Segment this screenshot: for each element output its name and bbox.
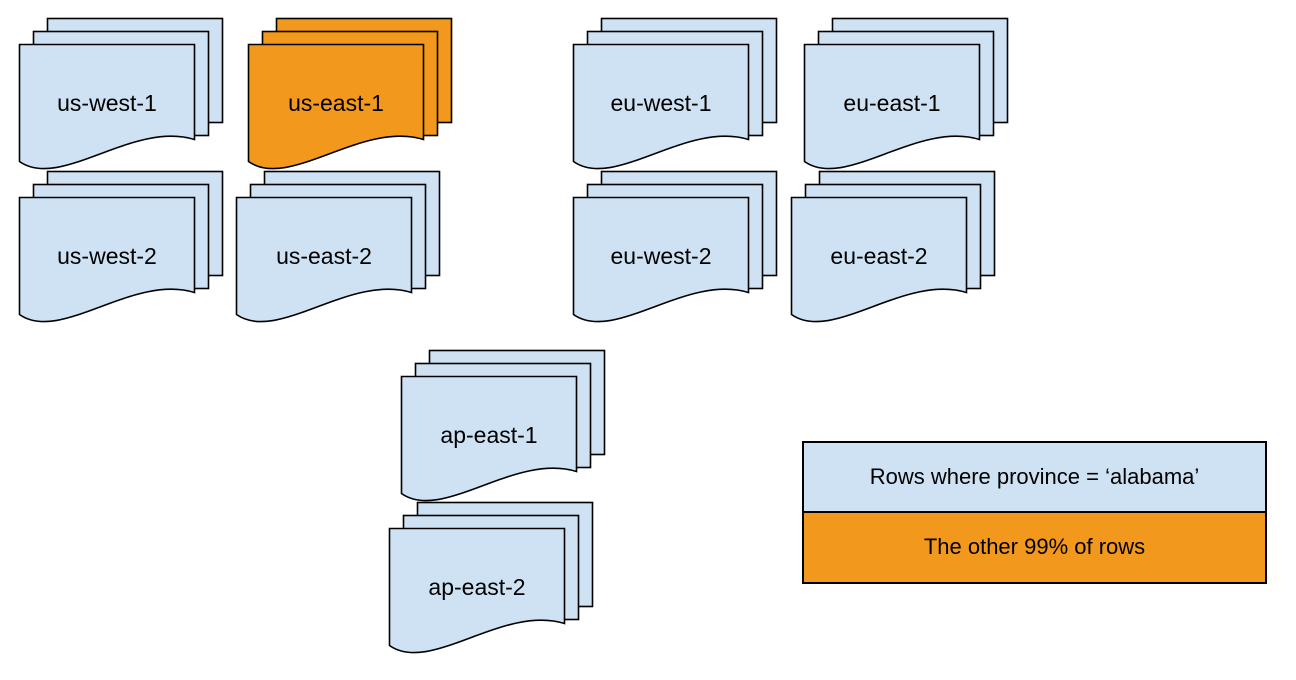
region-label: us-east-2 bbox=[276, 243, 372, 269]
legend-item-other-rows: The other 99% of rows bbox=[804, 512, 1265, 582]
page-front-document bbox=[18, 43, 196, 170]
region-stack-us-east-2: us-east-2 bbox=[231, 166, 443, 326]
document-stack-graphic: ap-east-2 bbox=[388, 501, 594, 654]
region-stack-eu-west-2: eu-west-2 bbox=[568, 166, 780, 326]
region-label: us-west-1 bbox=[57, 90, 157, 116]
document-stack-graphic: us-east-1 bbox=[247, 17, 453, 170]
legend: Rows where province = ‘alabama’ The othe… bbox=[802, 441, 1267, 584]
region-label: eu-west-1 bbox=[611, 90, 712, 116]
region-label: eu-west-2 bbox=[611, 243, 712, 269]
region-stack-ap-east-1: ap-east-1 bbox=[396, 345, 608, 505]
legend-item-label: The other 99% of rows bbox=[923, 534, 1146, 560]
page-front-document bbox=[790, 196, 968, 323]
page-front-document bbox=[247, 43, 425, 170]
region-label: eu-east-2 bbox=[830, 243, 927, 269]
region-label: us-east-1 bbox=[288, 90, 384, 116]
region-stack-eu-east-1: eu-east-1 bbox=[799, 13, 1011, 173]
document-stack-graphic: us-east-2 bbox=[235, 170, 441, 323]
page-front-document bbox=[235, 196, 413, 323]
region-stack-eu-east-2: eu-east-2 bbox=[786, 166, 998, 326]
legend-item-alabama-rows: Rows where province = ‘alabama’ bbox=[804, 443, 1265, 513]
document-stack-graphic: us-west-2 bbox=[18, 170, 224, 323]
region-label: eu-east-1 bbox=[843, 90, 940, 116]
page-front-document bbox=[572, 43, 750, 170]
region-stack-us-west-1: us-west-1 bbox=[14, 13, 226, 173]
document-stack-graphic: ap-east-1 bbox=[400, 349, 606, 502]
region-label: ap-east-2 bbox=[428, 574, 525, 600]
region-label: ap-east-1 bbox=[440, 422, 537, 448]
region-stack-us-west-2: us-west-2 bbox=[14, 166, 226, 326]
page-front-document bbox=[18, 196, 196, 323]
region-label: us-west-2 bbox=[57, 243, 157, 269]
region-stack-ap-east-2: ap-east-2 bbox=[384, 497, 596, 657]
document-stack-graphic: us-west-1 bbox=[18, 17, 224, 170]
region-stack-us-east-1: us-east-1 bbox=[243, 13, 455, 173]
page-front-document bbox=[572, 196, 750, 323]
page-front-document bbox=[400, 375, 578, 502]
legend-item-label: Rows where province = ‘alabama’ bbox=[869, 463, 1200, 489]
document-stack-graphic: eu-east-2 bbox=[790, 170, 996, 323]
document-stack-graphic: eu-west-2 bbox=[572, 170, 778, 323]
page-front-document bbox=[388, 527, 566, 654]
document-stack-graphic: eu-west-1 bbox=[572, 17, 778, 170]
document-stack-graphic: eu-east-1 bbox=[803, 17, 1009, 170]
page-front-document bbox=[803, 43, 981, 170]
region-stack-eu-west-1: eu-west-1 bbox=[568, 13, 780, 173]
